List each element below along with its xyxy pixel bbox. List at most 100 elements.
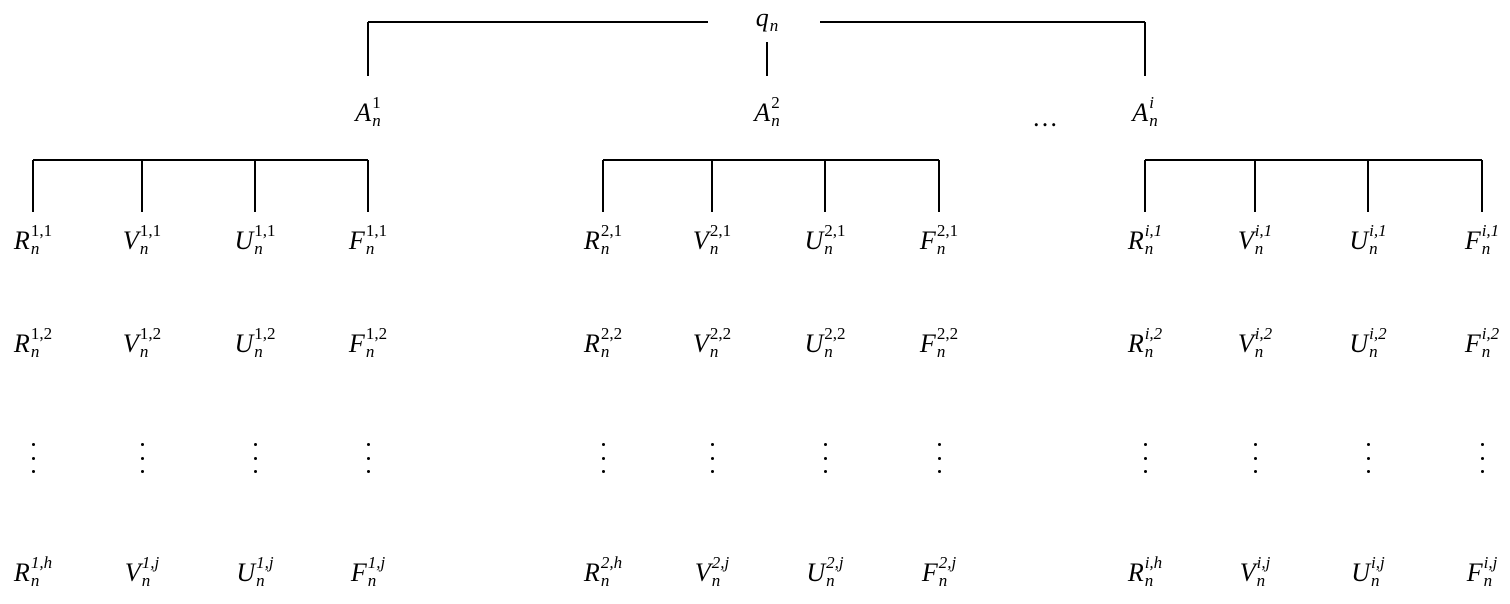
group-2-r-row-3-subscript: n <box>600 571 610 590</box>
group-2-u-row-2-base: U <box>804 328 824 358</box>
group-1-column-4-vdots <box>366 443 370 473</box>
group-1-column-2-vdots <box>140 443 144 473</box>
group-2-v-row-2-subscript: n <box>709 342 719 361</box>
group-1-r-row-3-base: R <box>13 557 30 587</box>
group-3-f-row-1-subscript: n <box>1481 239 1491 258</box>
vdot <box>1143 470 1147 473</box>
vdot <box>140 456 144 460</box>
group-1-u-row-3-subscript: n <box>256 571 265 590</box>
group-1-column-3-vdots <box>253 443 257 473</box>
group-3-r-row-2-base: R <box>1127 328 1144 358</box>
group-2-v-row-3-superscript: 2,j <box>711 552 730 572</box>
vdot <box>823 470 827 473</box>
group-2-node-label-subscript: n <box>771 111 780 130</box>
group-3-f-row-3-base: F <box>1466 557 1483 587</box>
group-3-f-row-3-subscript: n <box>1483 571 1493 590</box>
group-1-f-row-3-subscript: n <box>367 571 377 590</box>
vdot <box>1366 443 1370 446</box>
group-3-column-3-vdots <box>1366 443 1370 473</box>
group-2-v-row-2-base: V <box>692 328 709 358</box>
group-2-u-row-3-superscript: 2,j <box>826 552 844 572</box>
group-1-node-label-superscript: 1 <box>372 92 381 112</box>
group-1-f-row-1-base: F <box>348 225 365 255</box>
group-3-v-row-3-superscript: i,j <box>1256 552 1271 572</box>
group-1-f-row-2-superscript: 1,2 <box>365 323 388 343</box>
group-1-v-row-2-subscript: n <box>139 342 149 361</box>
group-1-f-row-2-base: F <box>348 328 365 358</box>
root-node-label-subscript: n <box>769 16 779 35</box>
group-3-r-row-1-subscript: n <box>1144 239 1154 258</box>
group-1-v-row-2-base: V <box>122 328 139 358</box>
group-3-u-row-2-base: U <box>1349 328 1369 358</box>
vdot <box>937 456 941 460</box>
group-3-r-row-1-superscript: i,1 <box>1144 220 1163 240</box>
group-2-f-row-2-superscript: 2,2 <box>936 323 959 343</box>
group-1-v-row-3-superscript: 1,j <box>141 552 160 572</box>
group-2-v-row-3-base: V <box>694 557 711 587</box>
group-2-u-row-1-subscript: n <box>824 239 833 258</box>
group-2-f-row-3-superscript: 2,j <box>938 552 957 572</box>
vdot <box>1253 443 1257 446</box>
group-3-u-row-2-superscript: i,2 <box>1369 323 1387 343</box>
group-3-v-row-2-superscript: i,2 <box>1254 323 1273 343</box>
vdot <box>601 470 605 473</box>
group-2-column-3-vdots <box>823 443 827 473</box>
group-1-r-row-1-superscript: 1,1 <box>30 220 53 240</box>
group-3-column-4-vdots <box>1480 443 1484 473</box>
group-3-column-2-vdots <box>1253 443 1257 473</box>
group-1-v-row-3-base: V <box>124 557 141 587</box>
group-2-f-row-1-superscript: 2,1 <box>936 220 959 240</box>
group-2-node-label-superscript: 2 <box>771 92 780 112</box>
group-2-f-row-1-subscript: n <box>936 239 946 258</box>
vdot <box>710 470 714 473</box>
group-1-r-row-1-subscript: n <box>30 239 40 258</box>
group-3-u-row-1-superscript: i,1 <box>1369 220 1387 240</box>
group-ellipsis: … <box>1032 103 1062 132</box>
group-3-node-label-superscript: i <box>1149 92 1154 112</box>
group-3-node-label-subscript: n <box>1149 111 1158 130</box>
group-1-v-row-2-superscript: 1,2 <box>139 323 162 343</box>
group-3-f-row-1-base: F <box>1464 225 1481 255</box>
vdot <box>823 456 827 460</box>
group-2-f-row-1-base: F <box>919 225 936 255</box>
vdot <box>366 470 370 473</box>
group-3-u-row-3-superscript: i,j <box>1371 552 1385 572</box>
group-1-r-row-2-subscript: n <box>30 342 40 361</box>
group-1-f-row-1-superscript: 1,1 <box>365 220 388 240</box>
group-3-r-row-3-superscript: i,h <box>1144 552 1163 572</box>
group-2-u-row-1-base: U <box>804 225 824 255</box>
group-3-u-row-3-subscript: n <box>1371 571 1380 590</box>
vdot <box>31 443 35 446</box>
group-2-u-row-1-superscript: 2,1 <box>824 220 846 240</box>
group-2-f-row-2-subscript: n <box>936 342 946 361</box>
group-1-r-row-3-subscript: n <box>30 571 40 590</box>
vdot <box>1480 456 1484 460</box>
group-3-column-1-vdots <box>1143 443 1147 473</box>
group-1-f-row-1-subscript: n <box>365 239 375 258</box>
group-2-column-2-vdots <box>710 443 714 473</box>
group-2-r-row-2-base: R <box>583 328 600 358</box>
vdot <box>937 470 941 473</box>
group-3-v-row-2-base: V <box>1237 328 1254 358</box>
root-node-label-base: q <box>755 2 769 32</box>
group-3-v-row-1-subscript: n <box>1254 239 1264 258</box>
group-1-v-row-1-superscript: 1,1 <box>139 220 162 240</box>
